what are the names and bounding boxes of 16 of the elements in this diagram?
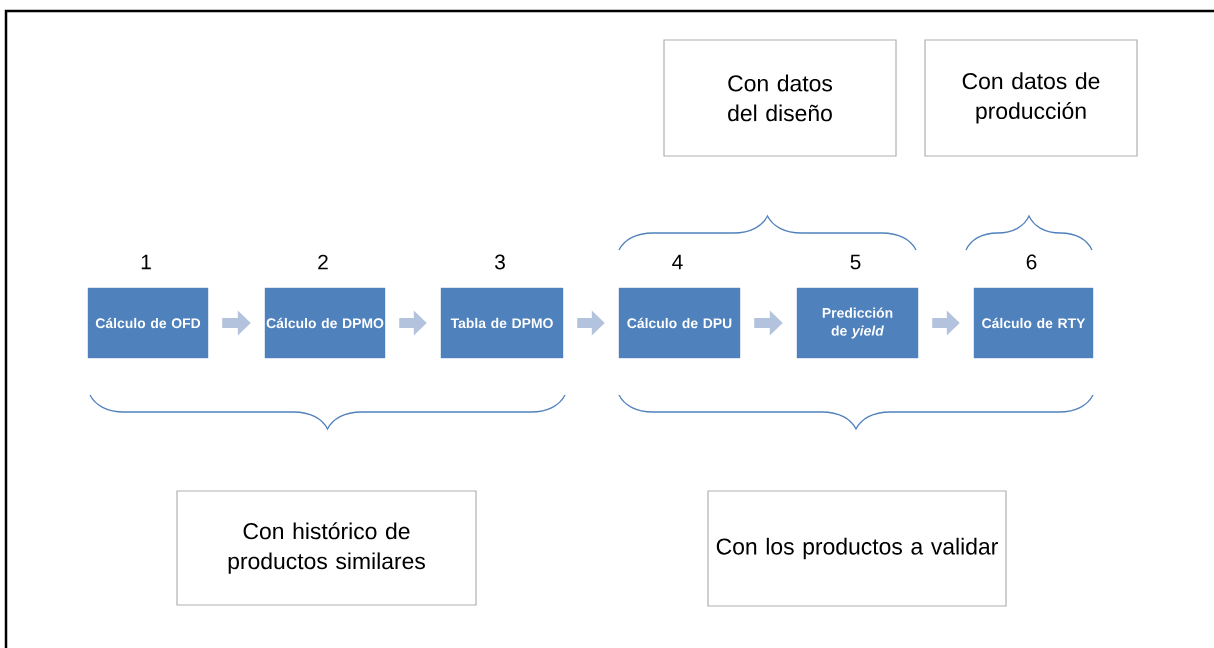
- note-box: Con los productos a validar: [707, 490, 1007, 607]
- note-box: Con datos del diseño: [663, 39, 897, 157]
- process-box: Predicción de yield: [796, 287, 919, 359]
- step-number: 1: [141, 254, 151, 270]
- note-box: Con histórico de productos similares: [176, 490, 477, 606]
- process-box: Cálculo de OFD: [87, 287, 209, 359]
- process-box: Cálculo de DPMO: [264, 287, 386, 359]
- process-box: Cálculo de DPU: [618, 287, 741, 359]
- step-number: 6: [1026, 254, 1037, 270]
- process-box: Cálculo de RTY: [973, 287, 1094, 359]
- step-number: 5: [850, 254, 861, 270]
- step-number: 2: [318, 254, 328, 270]
- step-number: 3: [495, 254, 505, 270]
- process-box: Tabla de DPMO: [440, 287, 564, 359]
- step-number: 4: [672, 254, 683, 270]
- note-box: Con datos de producción: [924, 39, 1138, 157]
